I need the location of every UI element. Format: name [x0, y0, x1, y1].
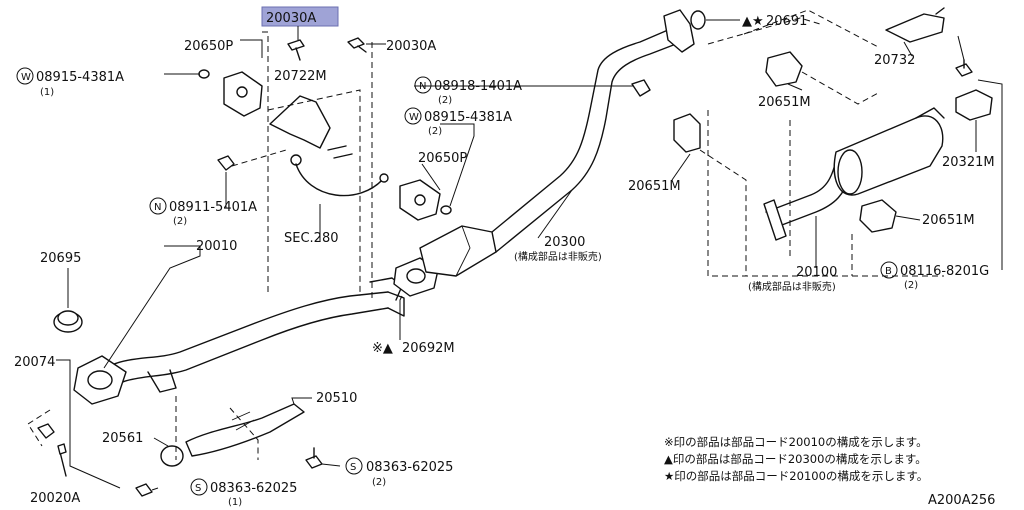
label-20020A[interactable]: 20020A	[30, 491, 80, 506]
label-20650P-top[interactable]: 20650P	[184, 39, 233, 54]
stud-20074[interactable]	[37, 423, 55, 439]
qty-s08363-low: (1)	[228, 497, 242, 508]
qty-w08915-left: (1)	[40, 87, 54, 98]
prefix-n-08918: N	[419, 81, 426, 92]
stud-20020A[interactable]	[57, 443, 67, 477]
hanger-20650P-top[interactable]	[223, 71, 263, 117]
bolt-08116[interactable]	[955, 59, 973, 77]
label-20074[interactable]: 20074	[14, 355, 55, 370]
note-20300: (構成部品は非販売)	[514, 250, 602, 263]
prefix-circle-n2	[149, 197, 167, 215]
label-b08116[interactable]: 08116-8201G	[900, 264, 989, 279]
label-20732[interactable]: 20732	[874, 53, 915, 68]
label-20030A-mid[interactable]: 20030A	[386, 39, 436, 54]
bolt-08363-mid[interactable]	[305, 447, 323, 469]
label-20692M[interactable]: 20692M	[402, 341, 455, 356]
prefix-circle-w	[16, 67, 34, 85]
bolt-20030A-mid[interactable]	[347, 37, 367, 53]
hanger-20651M-top[interactable]	[765, 51, 803, 87]
label-20030A-top[interactable]: 20030A	[266, 11, 316, 26]
qty-w08915-mid: (2)	[428, 126, 442, 137]
hanger-20651M-mid[interactable]	[673, 113, 701, 153]
heat-shield-20510[interactable]	[185, 403, 305, 457]
nut-08911[interactable]	[217, 155, 235, 171]
note-line-2: ▲印の部品は部品コード20300の構成を示します。	[664, 452, 927, 466]
washer-left[interactable]	[198, 69, 210, 79]
prefix-circle-s2	[345, 457, 363, 475]
label-20321M[interactable]: 20321M	[942, 155, 995, 170]
label-20100[interactable]: 20100	[796, 265, 837, 280]
leader-lines	[56, 19, 1003, 491]
front-pipe-20010[interactable]	[73, 277, 405, 405]
center-pipe-20300[interactable]	[419, 9, 695, 277]
washer-mid[interactable]	[440, 205, 452, 215]
label-20010[interactable]: 20010	[196, 239, 237, 254]
note-line-3: ★印の部品は部品コード20100の構成を示します。	[664, 469, 928, 483]
label-20651M-mid[interactable]: 20651M	[628, 179, 681, 194]
clamp-20561[interactable]	[160, 445, 184, 467]
bolt-20030A-top[interactable]	[287, 39, 305, 61]
main-muffler-20100[interactable]	[763, 107, 945, 241]
label-20300[interactable]: 20300	[544, 235, 585, 250]
prefix-circle-b	[880, 261, 898, 279]
label-s08363-mid[interactable]: 08363-62025	[366, 460, 453, 475]
gasket-20691[interactable]	[690, 10, 706, 30]
bolt-08363-low[interactable]	[135, 483, 153, 497]
note-line-1: ※印の部品は部品コード20010の構成を示します。	[664, 435, 928, 449]
label-20510[interactable]: 20510	[316, 391, 357, 406]
nut-08918[interactable]	[631, 79, 651, 97]
label-20650P-mid[interactable]: 20650P	[418, 151, 467, 166]
assembly-guides	[27, 9, 944, 460]
prefix-s-low: S	[195, 483, 201, 494]
label-20561[interactable]: 20561	[102, 431, 143, 446]
label-sec280[interactable]: SEC.280	[284, 231, 339, 246]
qty-n08918: (2)	[438, 95, 452, 106]
selected-part-highlight	[261, 6, 339, 27]
qty-n08911: (2)	[173, 216, 187, 227]
prefix-circle-n1	[414, 76, 432, 94]
qty-b08116: (2)	[904, 280, 918, 291]
label-w08915-mid[interactable]: 08915-4381A	[424, 110, 512, 125]
ring-20695[interactable]	[53, 310, 83, 333]
label-20691[interactable]: 20691	[766, 14, 807, 29]
prefix-b: B	[885, 266, 892, 277]
tail-pipe-20321M[interactable]	[955, 89, 993, 121]
prefix-n-08911: N	[154, 202, 161, 213]
prefix-circle-w2	[404, 107, 422, 125]
prefix-w-left: W	[21, 72, 31, 83]
label-n08918[interactable]: 08918-1401A	[434, 79, 522, 94]
diagram-code: A200A256	[928, 493, 995, 508]
label-20651M-right[interactable]: 20651M	[922, 213, 975, 228]
prefix-w-mid: W	[409, 112, 419, 123]
bracket-20722M[interactable]	[269, 95, 389, 197]
label-20651M-top[interactable]: 20651M	[758, 95, 811, 110]
qty-s08363-mid: (2)	[372, 477, 386, 488]
legend-notes: ※印の部品は部品コード20010の構成を示します。 ▲印の部品は部品コード203…	[664, 435, 995, 508]
marks-20692M: ※▲	[372, 341, 393, 356]
prefix-circle-s1	[190, 478, 208, 496]
marks-20691: ▲★	[742, 14, 764, 29]
prefix-s-mid: S	[350, 462, 356, 473]
part-labels: 20030A 20650P 20030A W 08915-4381A (1) 2…	[14, 11, 995, 508]
label-n08911[interactable]: 08911-5401A	[169, 200, 257, 215]
note-20100: (構成部品は非販売)	[748, 280, 836, 293]
hanger-20650P-mid[interactable]	[399, 179, 441, 221]
label-s08363-low[interactable]: 08363-62025	[210, 481, 297, 496]
hanger-20651M-right[interactable]	[859, 199, 897, 233]
label-20695[interactable]: 20695	[40, 251, 81, 266]
label-20722M[interactable]: 20722M	[274, 69, 327, 84]
bracket-20732[interactable]	[885, 7, 945, 43]
label-w08915-left[interactable]: 08915-4381A	[36, 70, 124, 85]
